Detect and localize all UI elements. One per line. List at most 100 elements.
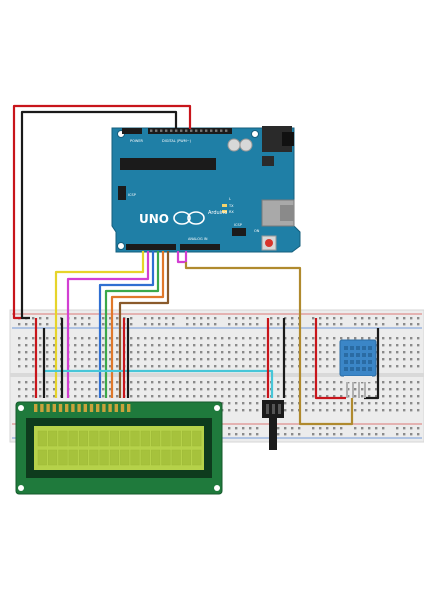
capacitor — [227, 138, 241, 152]
breadboard-hole — [102, 358, 105, 361]
breadboard-hole — [249, 395, 252, 398]
breadboard-hole — [172, 317, 175, 320]
breadboard-hole — [312, 388, 315, 391]
header-pin — [175, 129, 178, 132]
lcd-pin — [71, 404, 75, 412]
breadboard-hole — [417, 323, 420, 326]
breadboard-hole — [361, 433, 364, 436]
arduino-logo-right — [187, 211, 205, 225]
breadboard-hole — [151, 365, 154, 368]
breadboard-hole — [193, 351, 196, 354]
breadboard-hole — [242, 337, 245, 340]
breadboard-hole — [249, 381, 252, 384]
breadboard-hole — [354, 317, 357, 320]
breadboard-hole — [235, 365, 238, 368]
dht-vent — [356, 367, 360, 371]
header-pin — [225, 129, 228, 132]
breadboard-hole — [389, 358, 392, 361]
breadboard-hole — [354, 337, 357, 340]
breadboard-hole — [32, 358, 35, 361]
breadboard-hole — [186, 358, 189, 361]
icsp2-label: ICSP — [234, 223, 242, 227]
lcd-mount-hole — [18, 485, 24, 491]
breadboard-hole — [137, 358, 140, 361]
breadboard-hole — [193, 381, 196, 384]
breadboard-hole — [396, 365, 399, 368]
breadboard-hole — [102, 337, 105, 340]
breadboard-hole — [235, 388, 238, 391]
breadboard-hole — [46, 365, 49, 368]
breadboard-hole — [410, 337, 413, 340]
breadboard-hole — [151, 358, 154, 361]
breadboard-hole — [235, 402, 238, 405]
breadboard-hole — [221, 381, 224, 384]
breadboard-hole — [403, 337, 406, 340]
breadboard-hole — [340, 402, 343, 405]
breadboard-hole — [291, 323, 294, 326]
breadboard-hole — [74, 337, 77, 340]
header-pin — [200, 129, 203, 132]
breadboard-hole — [354, 388, 357, 391]
breadboard-hole — [368, 395, 371, 398]
breadboard-hole — [333, 344, 336, 347]
breadboard-hole — [312, 395, 315, 398]
breadboard-hole — [396, 317, 399, 320]
breadboard-hole — [242, 317, 245, 320]
header-pin — [170, 129, 173, 132]
lcd-character-cell — [109, 430, 119, 447]
breadboard-hole — [417, 409, 420, 412]
breadboard-hole — [270, 358, 273, 361]
dht-pin — [364, 382, 366, 398]
breadboard-hole — [403, 317, 406, 320]
breadboard-hole — [291, 433, 294, 436]
potentiometer — [262, 400, 284, 450]
breadboard-hole — [200, 358, 203, 361]
breadboard-hole — [186, 344, 189, 347]
breadboard-hole — [130, 323, 133, 326]
breadboard-hole — [354, 433, 357, 436]
breadboard-hole — [39, 323, 42, 326]
breadboard-hole — [221, 337, 224, 340]
breadboard-hole — [74, 344, 77, 347]
breadboard-hole — [151, 323, 154, 326]
breadboard-hole — [396, 344, 399, 347]
wire-sensor-vcc-red — [314, 318, 346, 400]
power-barrel-jack — [261, 199, 295, 227]
breadboard-hole — [326, 395, 329, 398]
breadboard-hole — [221, 395, 224, 398]
breadboard-hole — [382, 427, 385, 430]
lcd-character-cell — [181, 430, 191, 447]
breadboard-hole — [74, 388, 77, 391]
breadboard-hole — [270, 337, 273, 340]
breadboard-hole — [186, 365, 189, 368]
breadboard-hole — [263, 351, 266, 354]
breadboard-hole — [333, 433, 336, 436]
breadboard-hole — [410, 402, 413, 405]
breadboard-hole — [18, 358, 21, 361]
breadboard-hole — [116, 323, 119, 326]
breadboard-hole — [102, 344, 105, 347]
breadboard-hole — [249, 402, 252, 405]
breadboard-hole — [375, 381, 378, 384]
breadboard-hole — [88, 344, 91, 347]
lcd-character-cell — [171, 449, 181, 466]
breadboard-hole — [88, 388, 91, 391]
dht-pin — [358, 382, 360, 398]
lcd-character-cell — [181, 449, 191, 466]
lcd-character-cell — [161, 449, 171, 466]
lcd-pin — [46, 404, 50, 412]
breadboard-hole — [53, 365, 56, 368]
breadboard-hole — [172, 358, 175, 361]
breadboard-hole — [256, 433, 259, 436]
breadboard-hole — [193, 358, 196, 361]
led-rx — [222, 210, 227, 213]
breadboard-hole — [249, 358, 252, 361]
lcd-character-cell — [171, 430, 181, 447]
breadboard-hole — [326, 381, 329, 384]
breadboard-hole — [18, 388, 21, 391]
breadboard-hole — [242, 358, 245, 361]
arduino-uno: UNO Arduino DIGITAL (PWM~) POWER ICSP IC… — [111, 126, 301, 257]
breadboard-hole — [354, 323, 357, 326]
breadboard-hole — [382, 365, 385, 368]
breadboard-hole — [319, 433, 322, 436]
